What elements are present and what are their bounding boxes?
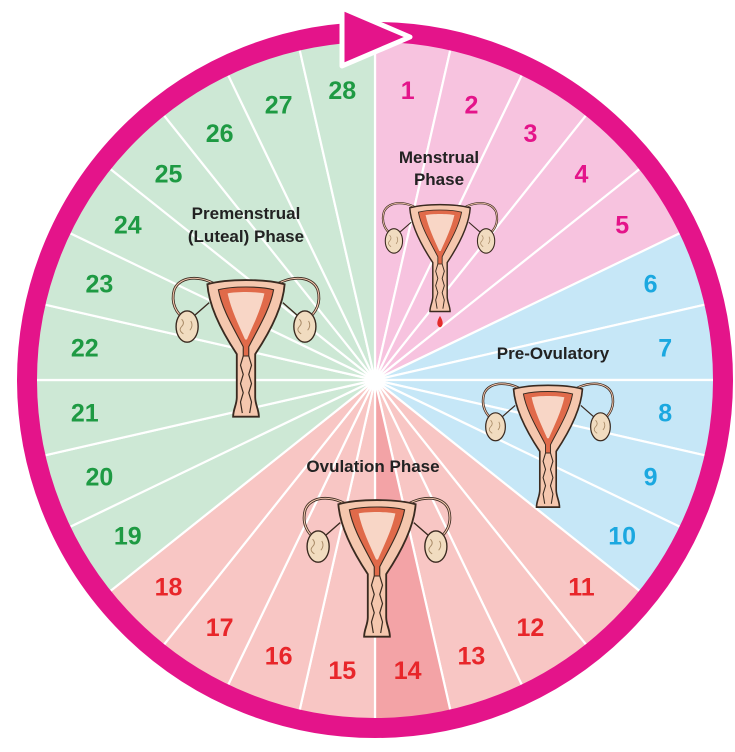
ovulation-phase-label: Ovulation Phase xyxy=(306,457,439,476)
day-number-4: 4 xyxy=(575,161,589,189)
menstrual-phase-label-line2: Phase xyxy=(414,170,464,189)
day-number-25: 25 xyxy=(155,161,183,189)
day-number-6: 6 xyxy=(644,271,658,299)
day-number-21: 21 xyxy=(71,400,99,428)
day-number-3: 3 xyxy=(523,120,537,148)
preovulatory-phase-label: Pre-Ovulatory xyxy=(497,344,610,363)
day-number-7: 7 xyxy=(658,334,672,362)
day-number-20: 20 xyxy=(85,463,113,491)
day-number-13: 13 xyxy=(457,643,485,671)
day-number-12: 12 xyxy=(516,614,544,642)
day-number-14: 14 xyxy=(394,657,422,685)
center-point xyxy=(369,374,381,386)
day-number-15: 15 xyxy=(328,657,356,685)
day-number-11: 11 xyxy=(568,574,595,602)
day-number-17: 17 xyxy=(206,614,234,642)
day-number-10: 10 xyxy=(608,522,636,550)
day-number-18: 18 xyxy=(155,574,183,602)
day-number-1: 1 xyxy=(401,77,415,105)
day-number-23: 23 xyxy=(85,271,113,299)
day-number-9: 9 xyxy=(644,463,658,491)
day-number-28: 28 xyxy=(328,77,356,105)
luteal-phase-label-line1: Premenstrual xyxy=(192,204,301,223)
day-number-26: 26 xyxy=(206,120,234,148)
day-number-27: 27 xyxy=(265,91,293,119)
day-number-22: 22 xyxy=(71,334,99,362)
day-number-2: 2 xyxy=(464,91,478,119)
menstrual-phase-label-line1: Menstrual xyxy=(399,148,479,167)
day-number-24: 24 xyxy=(114,212,142,240)
day-number-5: 5 xyxy=(615,212,629,240)
day-number-8: 8 xyxy=(658,400,672,428)
day-number-16: 16 xyxy=(265,643,293,671)
day-number-19: 19 xyxy=(114,522,142,550)
luteal-phase-label-line2: (Luteal) Phase xyxy=(188,227,304,246)
